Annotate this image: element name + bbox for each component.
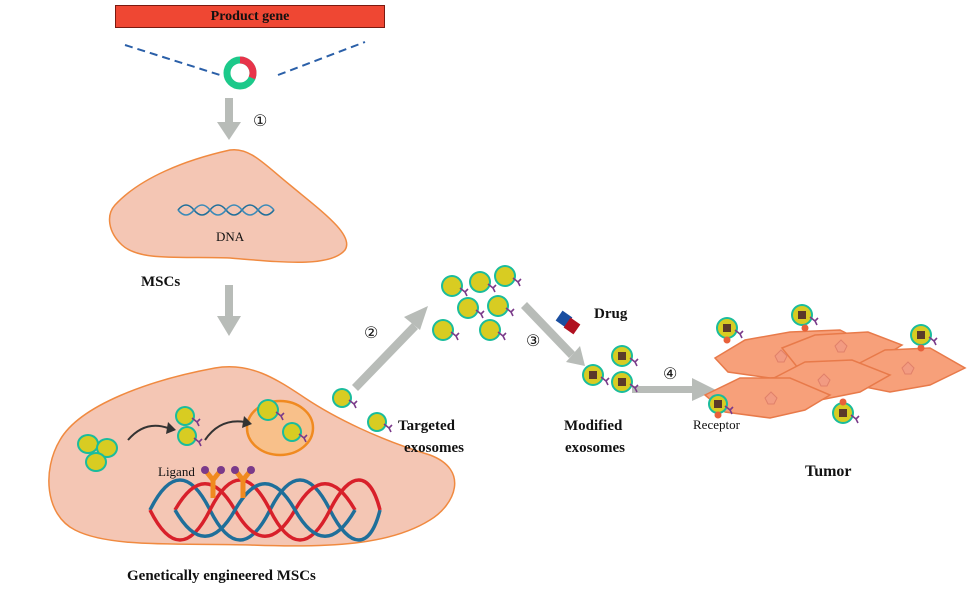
engineered-msc-cell [48, 366, 456, 547]
modified-exosomes-label-line1: Modified [564, 418, 623, 434]
drug-icon [555, 310, 581, 335]
arrow-step-2 [352, 306, 428, 391]
exosome [367, 412, 393, 433]
step-2-label: ② [364, 325, 379, 342]
msc-cell [108, 149, 348, 263]
exosome [257, 399, 285, 421]
ligand-label: Ligand [158, 464, 195, 479]
targeted-exosomes-label-line2: exosomes [404, 440, 464, 456]
step-3-label: ③ [526, 333, 541, 350]
dashed-line-right [277, 41, 366, 76]
receptor-dot [723, 336, 731, 344]
genetically-engineered-mscs-label: Genetically engineered MSCs [127, 568, 316, 584]
exosome [494, 265, 522, 287]
dna-helix-small-icon [177, 204, 275, 216]
exosome [282, 422, 308, 443]
step-4-label: ④ [663, 366, 678, 383]
modified-exosome [708, 394, 734, 415]
arrow-msc-down [217, 285, 241, 336]
product-gene-banner: Product gene [115, 5, 385, 28]
exosome [432, 319, 460, 341]
receptor-dot [714, 411, 722, 419]
multivesicular-body [245, 399, 315, 457]
mscs-label: MSCs [141, 274, 181, 290]
exosome [96, 438, 118, 458]
receptor-dot [917, 344, 925, 352]
modified-exosomes-label-line2: exosomes [565, 440, 625, 456]
receptor-dot [839, 398, 847, 406]
dna-label: DNA [216, 229, 245, 244]
exosome [85, 452, 107, 472]
modified-exosome [716, 317, 744, 339]
arrow-step-1 [217, 98, 241, 140]
ligand-icon [201, 466, 255, 498]
exosome [441, 275, 469, 297]
exosome [479, 319, 507, 341]
exosome [177, 426, 203, 447]
exosome [77, 434, 99, 454]
tumor-label: Tumor [805, 463, 852, 480]
exosomes [77, 265, 938, 472]
drug-label: Drug [594, 306, 628, 322]
exosome [332, 388, 358, 409]
arrow-step-4 [632, 378, 716, 401]
curved-arrow-2 [204, 416, 252, 441]
modified-exosome [582, 364, 610, 386]
receptor-label: Receptor [693, 417, 740, 432]
modified-exosome [611, 371, 639, 393]
modified-exosome [832, 402, 860, 424]
modified-exosome [791, 304, 819, 326]
exosome [487, 295, 515, 317]
receptor-dot [801, 324, 809, 332]
dna-helix-large-icon [148, 478, 382, 542]
modified-exosome [611, 345, 639, 367]
exosome [175, 406, 201, 427]
exosome [457, 297, 485, 319]
tumor-nuclei [764, 339, 915, 405]
arrow-step-3 [521, 302, 585, 366]
exosome [469, 271, 497, 293]
dashed-line-left [124, 44, 221, 76]
modified-exosome [910, 324, 938, 346]
curved-arrow-1 [127, 422, 176, 441]
plasmid-icon [223, 56, 257, 90]
targeted-exosomes-label-line1: Targeted [398, 418, 455, 434]
step-1-label: ① [253, 113, 268, 130]
